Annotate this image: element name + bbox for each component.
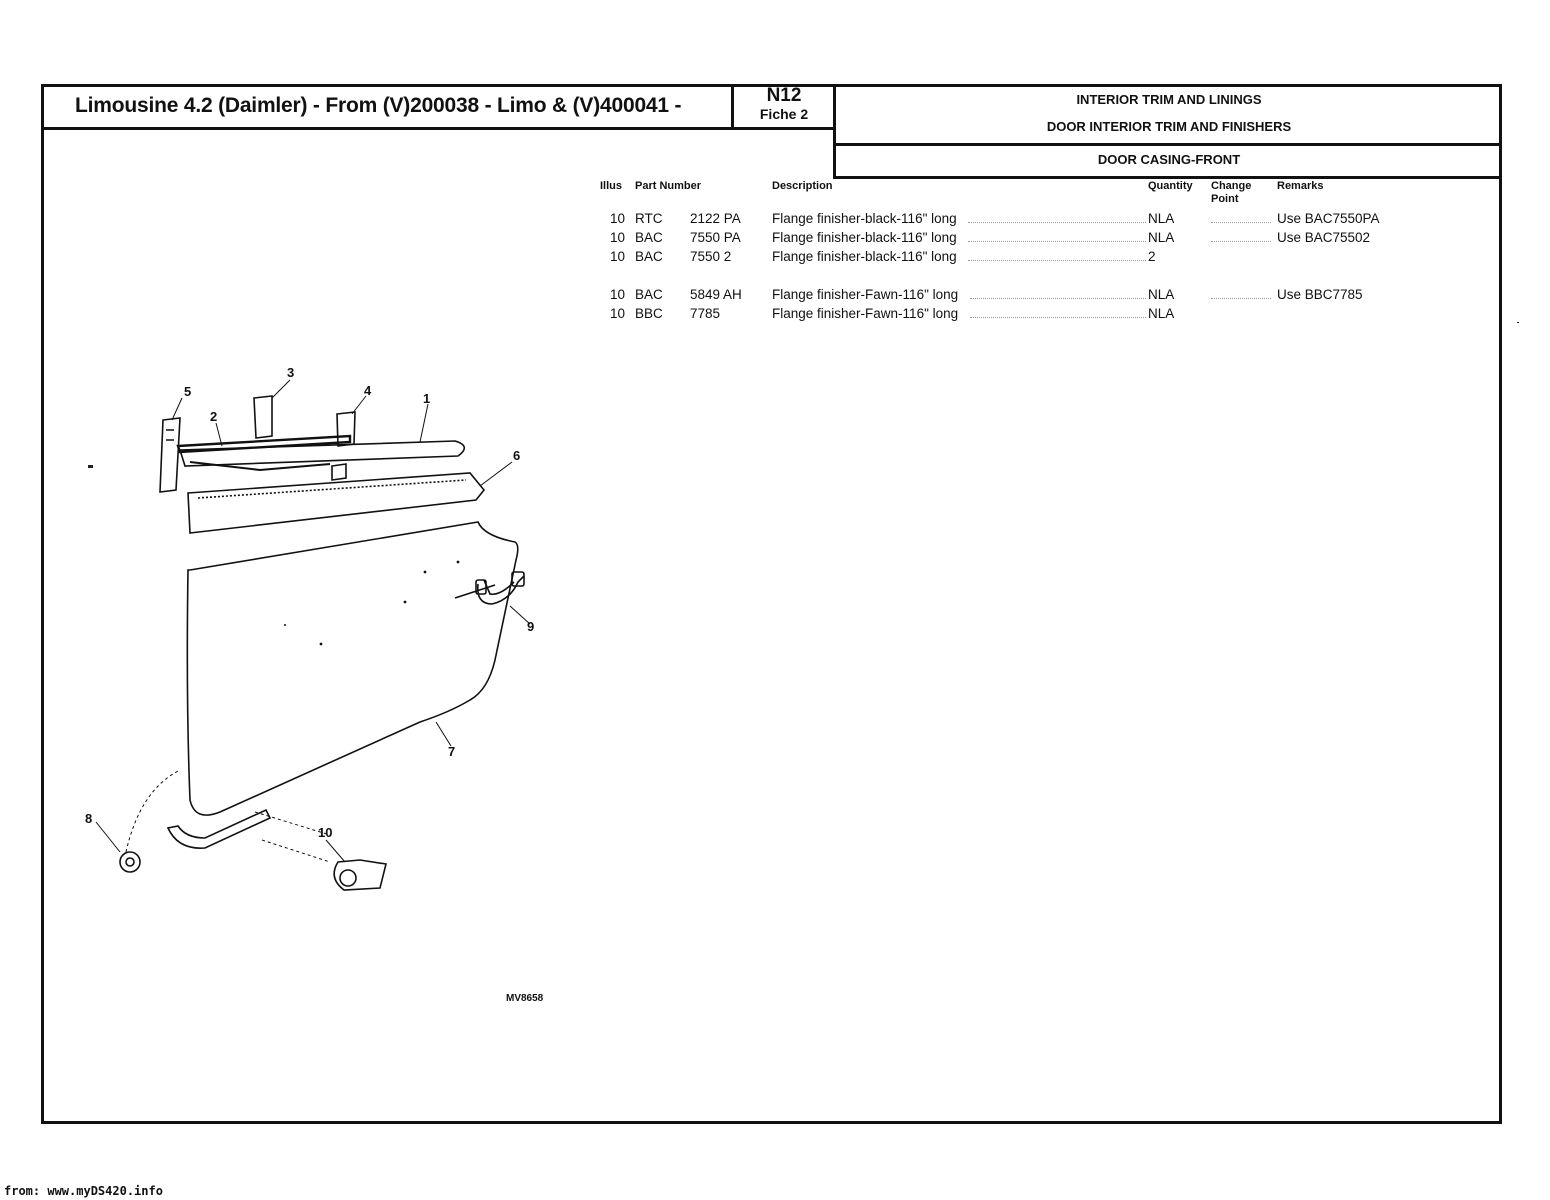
col-quantity: Quantity [1148, 180, 1193, 192]
col-part-number: Part Number [635, 180, 702, 192]
subsection-heading: DOOR CASING-FRONT [833, 146, 1502, 179]
capping-6 [187, 472, 486, 534]
fastener-8 [119, 851, 141, 873]
description-cell: Flange finisher-black-116" long [772, 230, 957, 245]
dot-leader [970, 317, 1146, 318]
drawing-reference: MV8658 [506, 993, 544, 1004]
number-cell: 7550 2 [690, 249, 732, 264]
dot-leader [970, 298, 1146, 299]
dot-leader [1211, 298, 1271, 299]
clip-4 [336, 411, 356, 447]
quantity-cell: NLA [1148, 230, 1175, 245]
callout-6: 6 [513, 448, 520, 463]
col-description: Description [772, 180, 833, 192]
fiche-number: N12 [766, 85, 802, 106]
dot-leader [1211, 222, 1271, 223]
callout-7: 7 [448, 744, 455, 759]
callout-10: 10 [318, 825, 332, 840]
fiche-label: Fiche 2 [759, 106, 809, 122]
callout-2: 2 [210, 409, 217, 424]
dot-leader [1211, 241, 1271, 242]
remarks-cell: Use BAC75502 [1277, 230, 1371, 245]
prefix-cell: BBC [635, 306, 663, 321]
illus-cell: 10 [610, 249, 626, 264]
callout-4: 4 [364, 383, 372, 398]
quantity-cell: 2 [1148, 249, 1156, 264]
callout-1: 1 [423, 391, 430, 406]
col-remarks: Remarks [1277, 180, 1324, 192]
page-frame [41, 84, 1502, 1124]
rail-1 [178, 440, 466, 467]
footer-source: from: www.myDS420.info [4, 1184, 163, 1198]
exploded-parts-drawing: 1 2 3 4 5 6 7 8 9 10 [85, 365, 534, 891]
clip-3 [253, 395, 273, 439]
prefix-cell: BAC [635, 230, 663, 245]
col-change-point: Change Point [1211, 180, 1252, 205]
description-cell: Flange finisher-Fawn-116" long [772, 287, 959, 302]
illus-cell: 10 [610, 306, 626, 321]
callout-9: 9 [527, 619, 534, 634]
section-line-2: DOOR INTERIOR TRIM AND FINISHERS [1046, 119, 1292, 134]
callout-8: 8 [85, 811, 92, 826]
finisher-10 [166, 808, 272, 849]
illus-cell: 10 [610, 211, 626, 226]
number-cell: 7550 PA [690, 230, 741, 245]
remarks-cell: Use BAC7550PA [1277, 211, 1380, 226]
scan-mark [1517, 322, 1519, 323]
description-cell: Flange finisher-black-116" long [772, 211, 957, 226]
prefix-cell: RTC [635, 211, 663, 226]
prefix-cell: BAC [635, 287, 663, 302]
dot-leader [968, 222, 1146, 223]
scan-mark [88, 465, 93, 468]
door-casing-7 [186, 521, 519, 816]
callout-5: 5 [184, 384, 191, 399]
bracket-5 [159, 417, 181, 493]
remarks-cell: Use BBC7785 [1277, 287, 1363, 302]
number-cell: 2122 PA [690, 211, 741, 226]
prefix-cell: BAC [635, 249, 663, 264]
description-cell: Flange finisher-Fawn-116" long [772, 306, 959, 321]
dot-leader [968, 241, 1146, 242]
quantity-cell: NLA [1148, 306, 1175, 321]
illus-cell: 10 [610, 287, 626, 302]
quantity-cell: NLA [1148, 287, 1175, 302]
quantity-cell: NLA [1148, 211, 1175, 226]
number-cell: 5849 AH [690, 287, 742, 302]
col-illus: Illus [600, 180, 623, 192]
illus-cell: 10 [610, 230, 626, 245]
page-title: Limousine 4.2 (Daimler) - From (V)200038… [41, 84, 734, 130]
fiche-box: N12 Fiche 2 [734, 84, 834, 130]
number-cell: 7785 [690, 306, 721, 321]
callout-3: 3 [287, 365, 294, 380]
dot-leader [968, 260, 1146, 261]
section-line-1: INTERIOR TRIM AND LININGS [1076, 92, 1262, 107]
description-cell: Flange finisher-black-116" long [772, 249, 957, 264]
section-heading: INTERIOR TRIM AND LININGS DOOR INTERIOR … [833, 84, 1502, 146]
